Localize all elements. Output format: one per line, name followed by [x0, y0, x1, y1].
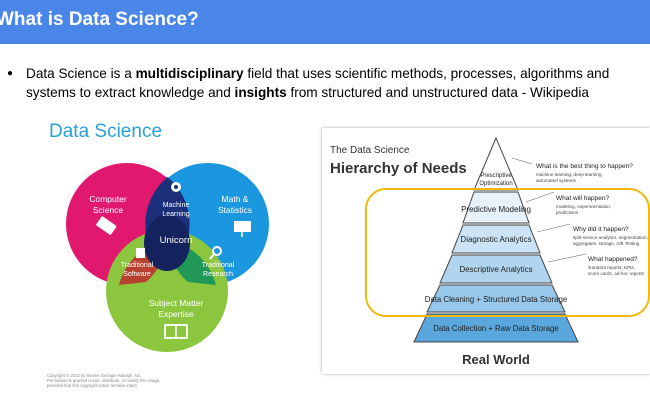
level-cleaning-label: Data Cleaning + Structured Data Storage: [425, 295, 567, 304]
label-machine: Machine: [163, 202, 190, 209]
pyramid-level-diagnostic: [451, 224, 541, 254]
bold-term: insights: [234, 85, 287, 100]
hierarchy-of-needs-image: The Data Science Hierarchy of Needs Pres…: [322, 128, 650, 374]
level-optimization-label: Optimization: [479, 181, 512, 187]
copyright-line-1: Copyright © 2014 by Steven Geringer Rale…: [47, 373, 142, 378]
question-happened-detail-2: score cards, ad-hoc reports: [588, 271, 645, 276]
label-science: Science: [93, 205, 124, 215]
question-will-detail-1: modeling, experimentation,: [556, 204, 611, 209]
level-predictive-label: Predictive Modeling: [461, 205, 531, 214]
question-will: What will happen?: [556, 195, 609, 202]
pyramid-level-cleaning: [426, 284, 566, 313]
unicorn-center: [144, 215, 190, 271]
label-math: Math &: [222, 194, 249, 204]
keyboard-icon: [96, 216, 117, 235]
real-world-label: Real World: [462, 352, 530, 367]
level-descriptive-label: Descriptive Analytics: [459, 265, 532, 274]
question-best: What is the best thing to happen?: [536, 163, 633, 170]
label-computer: Computer: [89, 194, 126, 204]
pyramid-title-big: Hierarchy of Needs: [330, 160, 467, 177]
label-research: Research: [203, 271, 233, 278]
question-best-detail-2: automated systems: [536, 178, 577, 183]
question-why-detail-1: split-service analytics, segmentation,: [573, 235, 648, 240]
pyramid-title-small: The Data Science: [330, 145, 410, 156]
text-segment: field that uses scientific methods, proc…: [243, 66, 610, 81]
question-happened-detail-1: standard reports, KPIs,: [588, 265, 635, 270]
label-traditional-sw: Traditional: [121, 262, 154, 269]
venn-title: Data Science: [49, 121, 162, 142]
bullet-line-2: systems to extract knowledge and insight…: [26, 83, 589, 102]
label-expertise: Expertise: [158, 309, 194, 319]
slide-title: What is Data Science?: [0, 9, 199, 30]
bullet-point-icon: ●: [7, 68, 14, 79]
copyright-line-2: Permission is granted to use, distribute…: [47, 378, 160, 383]
text-segment: Data Science is a: [26, 66, 136, 81]
question-best-detail-1: machine learning, deep learning,: [536, 172, 603, 177]
copyright-line-3: provided that this copyright notice rema…: [47, 383, 138, 388]
question-happened: What happened?: [588, 256, 638, 263]
label-traditional-r: Traditional: [202, 262, 235, 269]
venn-svg: Data Science Computer Science Math & Sta…: [47, 121, 269, 388]
pyramid-svg: The Data Science Hierarchy of Needs Pres…: [330, 136, 650, 367]
label-unicorn: Unicorn: [160, 235, 193, 246]
label-statistics: Statistics: [218, 205, 252, 215]
label-software: Software: [123, 271, 151, 278]
pyramid-level-predictive: [462, 191, 530, 224]
bullet-line-1: Data Science is a multidisciplinary fiel…: [26, 64, 609, 83]
venn-diagram-image: Data Science Computer Science Math & Sta…: [36, 110, 296, 398]
question-why: Why did it happen?: [573, 226, 629, 233]
phone-icon: [136, 248, 145, 258]
gear-icon: [171, 182, 181, 192]
pyramid-level-collection: [413, 313, 579, 343]
highlight-outline: [365, 188, 650, 317]
question-will-detail-2: predictions: [556, 210, 579, 215]
level-prescriptive-label: Prescriptive: [480, 173, 512, 179]
pyramid-level-descriptive: [439, 254, 553, 284]
bold-term: multidisciplinary: [135, 66, 244, 81]
level-diagnostic-label: Diagnostic Analytics: [460, 235, 531, 244]
level-collection-label: Data Collection + Raw Data Storage: [433, 324, 558, 333]
title-bar: What is Data Science?: [0, 0, 650, 44]
text-segment: from structured and unstructured data - …: [286, 85, 589, 100]
label-learning: Learning: [162, 211, 189, 218]
question-why-detail-2: aggregates, storage, A/B Testing: [573, 241, 640, 246]
book-icon: [164, 324, 188, 339]
magnifier-icon: [209, 246, 222, 260]
label-subject-matter: Subject Matter: [149, 298, 204, 308]
presentation-board-icon: [234, 221, 251, 237]
text-segment: systems to extract knowledge and: [26, 85, 235, 100]
